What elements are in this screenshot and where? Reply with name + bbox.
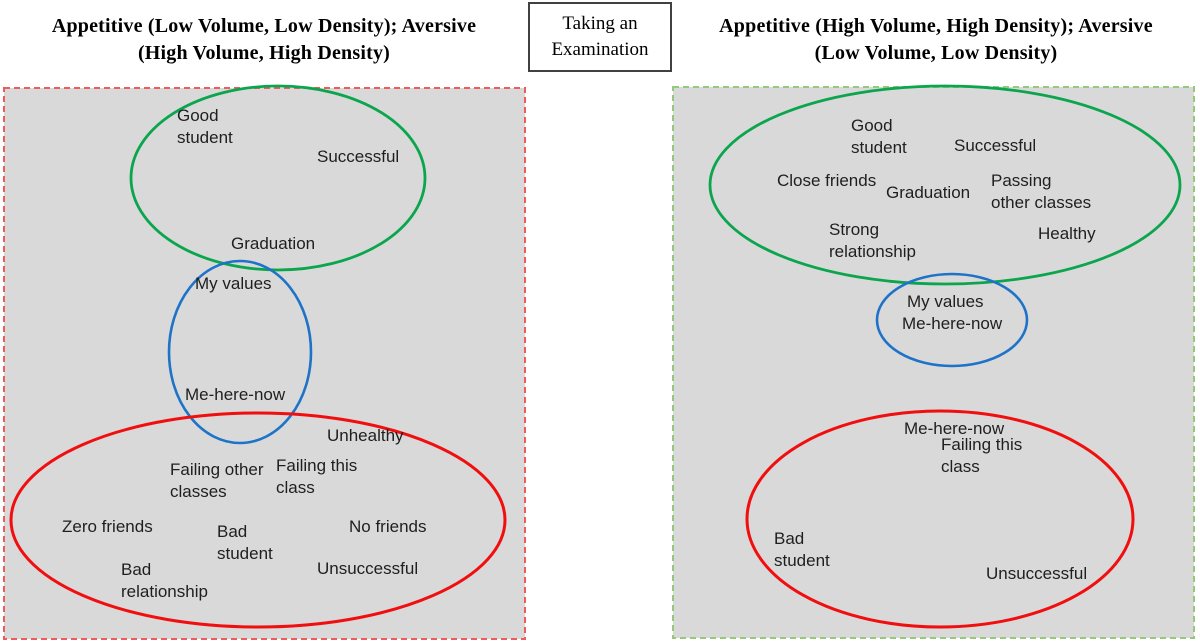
label-right-graduation: Graduation [886,183,971,202]
label-right-close-friends: Close friends [777,171,877,190]
right-self-ellipse [875,272,1029,368]
right-panel-background [672,86,1195,639]
label-left-zero-friends: Zero friends [62,517,153,536]
label-left-graduation: Graduation [231,234,316,253]
left-appetitive-ellipse [129,84,427,272]
left-panel-background [3,87,526,640]
label-left-failing-other-classes: Failing other classes [170,460,264,501]
label-right-strong-relationship: Strong relationship [829,220,916,261]
right-panel-title-line2: (Low Volume, Low Density) [814,42,1058,64]
label-left-failing-this-class: Failing this class [276,456,358,497]
label-right-me-here-now-self: Me-here-now [902,314,1003,333]
label-left-my-values: My values [195,274,272,293]
right-panel-title-line1: Appetitive (High Volume, High Density); … [719,15,1153,37]
label-left-no-friends: No friends [349,517,427,536]
center-topic-line2: Examination [551,39,649,60]
right-panel-title: Appetitive (High Volume, High Density); … [672,13,1200,67]
label-left-unsuccessful: Unsuccessful [317,559,419,578]
label-right-successful: Successful [954,136,1037,155]
label-left-bad-relationship: Bad relationship [121,560,208,601]
label-right-healthy: Healthy [1038,224,1096,243]
left-panel-title: Appetitive (Low Volume, Low Density); Av… [0,13,528,67]
label-right-bad-student: Bad student [774,529,830,570]
left-panel-title-line1: Appetitive (Low Volume, Low Density); Av… [51,15,477,37]
label-left-good-student: Good student [177,106,233,147]
label-right-failing-this-class: Failing this class [941,435,1023,476]
label-right-passing-other-classes: Passing other classes [991,171,1092,212]
right-appetitive-ellipse [708,84,1182,286]
left-aversive-ellipse [9,411,507,629]
right-aversive-ellipse [745,409,1135,629]
center-topic-box: Taking an Examination [528,2,672,72]
center-topic-line1: Taking an [562,13,638,34]
left-self-ellipse [167,259,313,445]
label-left-bad-student: Bad student [217,522,273,563]
label-right-unsuccessful: Unsuccessful [986,564,1088,583]
left-panel-title-line2: (High Volume, High Density) [137,42,391,64]
label-left-unhealthy: Unhealthy [327,426,404,445]
label-right-my-values: My values [907,292,984,311]
label-left-me-here-now: Me-here-now [185,385,286,404]
label-left-successful: Successful [317,147,400,166]
label-right-good-student: Good student [851,116,907,157]
label-right-me-here-now-aversive: Me-here-now [904,419,1005,438]
